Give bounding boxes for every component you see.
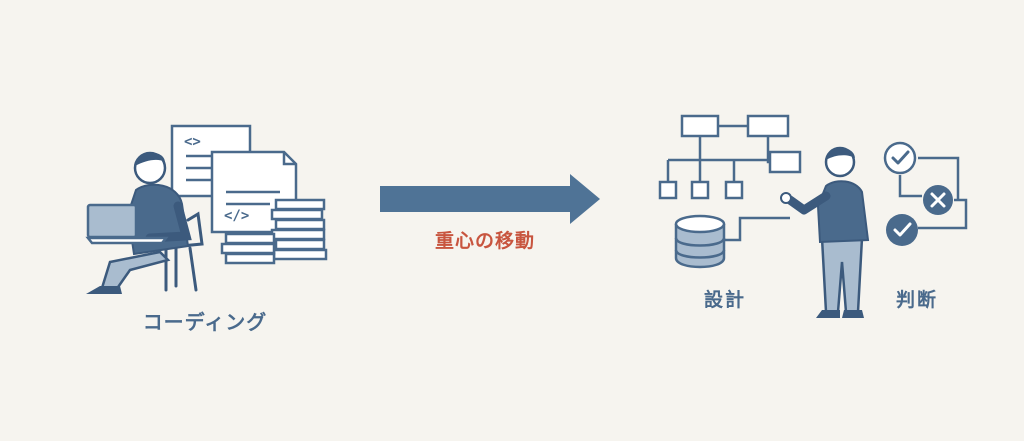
flowchart-icon <box>658 114 802 242</box>
decision-icon <box>883 141 968 246</box>
coding-label: コーディング <box>142 310 268 334</box>
judgment-label: 判断 <box>895 289 938 311</box>
check-outline-icon <box>883 141 917 175</box>
right-arrow-icon <box>380 174 600 224</box>
design-label: 設計 <box>703 289 746 311</box>
presenting-person-icon <box>780 146 870 318</box>
code-slash-text: </> <box>224 208 249 224</box>
shift-label: 重心の移動 <box>434 230 535 252</box>
check-filled-icon <box>886 214 918 246</box>
cross-icon <box>923 185 953 215</box>
paper-stack-icon <box>220 198 328 265</box>
coding-person-icon <box>86 151 192 294</box>
coding-illustration: <> </> <box>85 124 328 294</box>
laptop-icon <box>85 203 169 245</box>
code-angle-text: <> <box>184 134 201 150</box>
database-icon <box>674 214 726 269</box>
